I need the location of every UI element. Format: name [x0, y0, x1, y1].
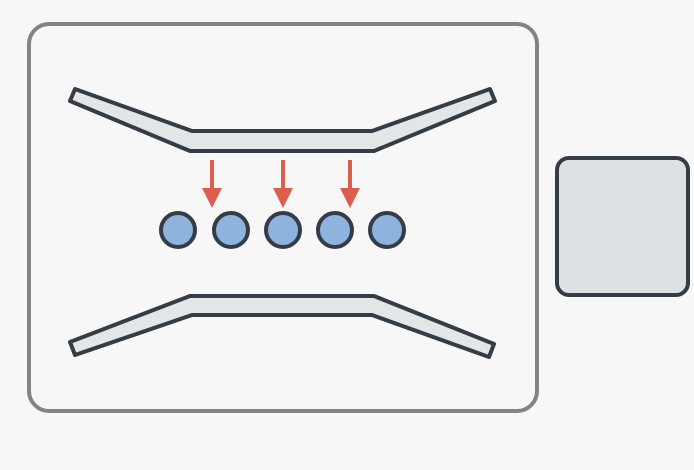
lower-plate [68, 294, 496, 359]
down-arrow [202, 160, 222, 208]
particle [159, 211, 197, 249]
down-arrow-head [340, 188, 360, 208]
down-arrow [340, 160, 360, 208]
down-arrow-head [202, 188, 222, 208]
particle-row [159, 211, 406, 249]
down-arrow [273, 160, 293, 208]
upper-plate [68, 87, 497, 153]
particle [264, 211, 302, 249]
down-arrow-head [273, 188, 293, 208]
particle [368, 211, 406, 249]
arrow-group [202, 160, 360, 208]
particle [212, 211, 250, 249]
side-box [555, 156, 690, 297]
particle [316, 211, 354, 249]
